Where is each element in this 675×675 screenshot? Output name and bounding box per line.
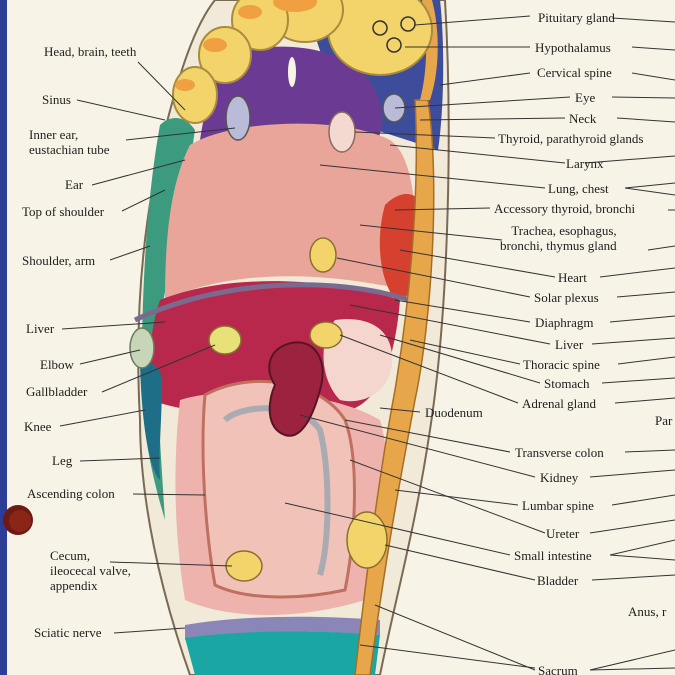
kidney-shape xyxy=(268,341,324,437)
label-ascending-colon: Ascending colon xyxy=(27,486,115,501)
label-stomach: Stomach xyxy=(544,376,590,391)
label-sciatic-nerve: Sciatic nerve xyxy=(34,625,102,640)
label-liver-right: Liver xyxy=(555,337,584,352)
label-ureter: Ureter xyxy=(546,526,580,541)
label-heart: Heart xyxy=(558,270,587,285)
label-anus-cutoff: Anus, r xyxy=(628,604,667,619)
label-ear: Ear xyxy=(65,177,84,192)
thyroid-spot xyxy=(328,111,356,153)
toes xyxy=(172,0,433,124)
ear-spot xyxy=(225,95,251,141)
solar-plexus-spot xyxy=(309,237,337,273)
label-hypothalamus: Hypothalamus xyxy=(535,40,611,55)
label-sacrum: Sacrum xyxy=(538,663,578,675)
label-par-cutoff: Par xyxy=(655,413,673,428)
lung-zone xyxy=(165,123,415,301)
label-solar-plexus: Solar plexus xyxy=(534,290,599,305)
diaphragm-line xyxy=(133,282,411,323)
label-inner-ear: Inner ear,eustachian tube xyxy=(29,127,110,157)
label-kidney: Kidney xyxy=(540,470,579,485)
label-accessory-thyroid: Accessory thyroid, bronchi xyxy=(494,201,636,216)
label-lung-chest: Lung, chest xyxy=(548,181,609,196)
label-bladder: Bladder xyxy=(537,573,579,588)
label-pituitary-gland: Pituitary gland xyxy=(538,10,615,25)
label-cervical-spine: Cervical spine xyxy=(537,65,612,80)
sciatic-band xyxy=(185,616,380,640)
binding-edge xyxy=(0,0,7,675)
label-shoulder-arm: Shoulder, arm xyxy=(22,253,96,268)
gallbladder-spot xyxy=(208,325,242,355)
heel-teal xyxy=(185,631,380,675)
label-duodenum: Duodenum xyxy=(425,405,483,420)
leader-lines xyxy=(59,15,675,671)
label-adrenal-gland: Adrenal gland xyxy=(522,396,597,411)
label-larynx: Larynx xyxy=(566,156,604,171)
label-leg: Leg xyxy=(52,453,73,468)
bladder-spot xyxy=(346,511,388,569)
label-thoracic-spine: Thoracic spine xyxy=(523,357,600,372)
label-knee: Knee xyxy=(24,419,52,434)
label-neck: Neck xyxy=(569,111,597,126)
label-eye: Eye xyxy=(575,90,596,105)
label-top-of-shoulder: Top of shoulder xyxy=(22,204,105,219)
knee-zone xyxy=(140,363,162,480)
cervical-band xyxy=(420,0,438,100)
label-elbow: Elbow xyxy=(40,357,74,372)
adrenal-spot xyxy=(309,321,343,349)
label-gallbladder: Gallbladder xyxy=(26,384,88,399)
sinus-spot xyxy=(288,57,296,87)
eye-spot xyxy=(382,93,406,123)
label-head-brain-teeth: Head, brain, teeth xyxy=(44,44,137,59)
label-small-intestine: Small intestine xyxy=(514,548,592,563)
elbow-spot xyxy=(129,327,155,369)
label-trachea: Trachea, esophagus,bronchi, thymus gland xyxy=(500,223,617,253)
label-lumbar-spine: Lumbar spine xyxy=(522,498,594,513)
label-diaphragm: Diaphragm xyxy=(535,315,594,330)
label-liver-left: Liver xyxy=(26,321,55,336)
label-thyroid: Thyroid, parathyroid glands xyxy=(498,131,644,146)
label-sinus: Sinus xyxy=(42,92,71,107)
label-transverse-colon: Transverse colon xyxy=(515,445,604,460)
label-cecum: Cecum,ileocecal valve,appendix xyxy=(50,548,131,593)
colon-curve xyxy=(222,405,331,576)
